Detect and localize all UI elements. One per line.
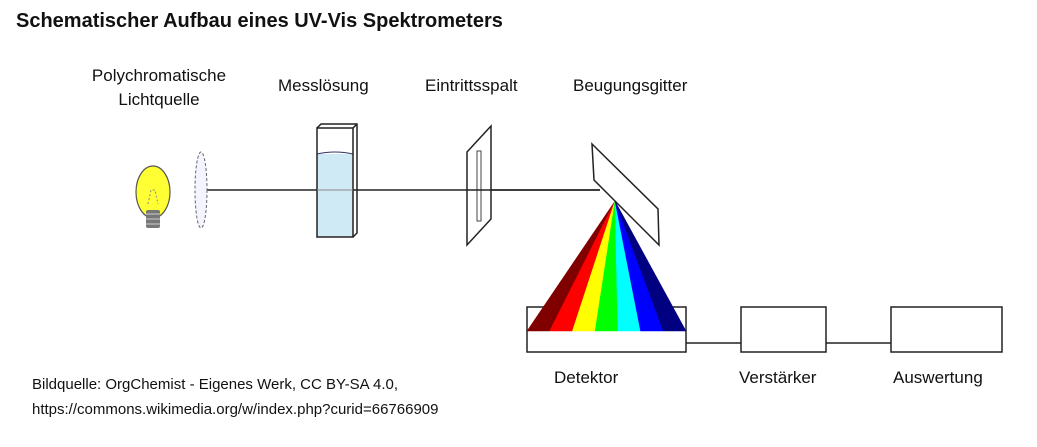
label-sample: Messlösung: [278, 76, 369, 95]
label-line: Polychromatische: [91, 66, 227, 85]
spectrum-fan: [526, 200, 687, 332]
diffraction-grating: [591, 142, 660, 247]
diagram-title: Schematischer Aufbau eines UV-Vis Spektr…: [16, 10, 503, 32]
output-box: [890, 306, 1003, 353]
cuvette: [316, 123, 358, 238]
label-amplifier: Verstärker: [739, 368, 817, 387]
label-grating: Beugungsgitter: [573, 76, 688, 95]
amplifier-box: [740, 306, 827, 353]
label-line: Lichtquelle: [118, 90, 200, 109]
spectrum-band: [614, 200, 687, 332]
light-bulb-icon: [135, 165, 171, 228]
entrance-slit: [466, 124, 492, 247]
lens: [194, 151, 208, 229]
label-detector: Detektor: [554, 368, 619, 387]
label-light-source: Polychromatische Lichtquelle: [72, 64, 246, 112]
label-output: Auswertung: [893, 368, 983, 387]
source-credit-line1: Bildquelle: OrgChemist - Eigenes Werk, C…: [32, 376, 398, 393]
source-credit-line2: https://commons.wikimedia.org/w/index.ph…: [32, 401, 439, 418]
label-slit: Eintrittsspalt: [425, 76, 518, 95]
